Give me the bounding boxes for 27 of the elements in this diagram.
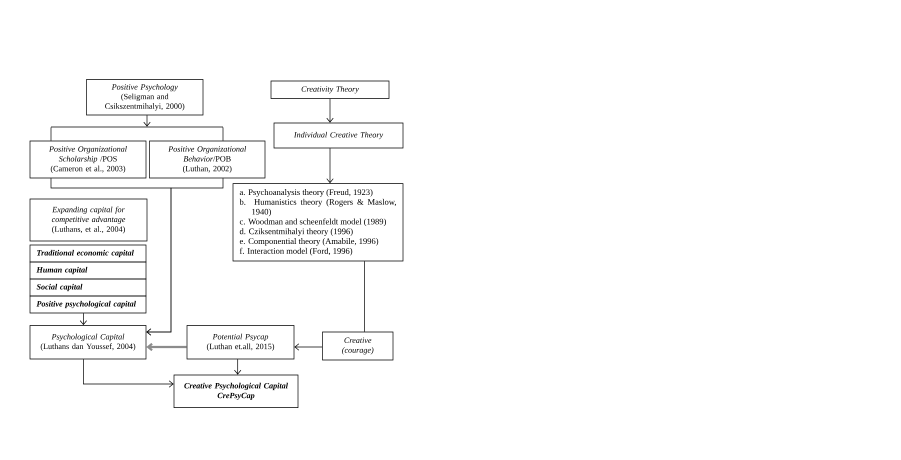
- connector-line: [222, 127, 224, 141]
- arrow: [326, 148, 334, 184]
- result-box: Creative Psychological Capital CrePsyCap: [174, 374, 298, 408]
- connector-line: [50, 127, 52, 141]
- theory-list-box: a. Psychoanalysis theory (Freud, 1923) b. Humanistics theory (Rogers & Maslow, 1940) c. Woodman and scheenfeldt model (1989) d. Cziksentmihalyi theory (1996) e. Componential theory (Amabile, 1996) f. Interaction model (Ford, 1996): [232, 183, 404, 262]
- concept-box: Creative (courage): [322, 332, 394, 360]
- arrow: [326, 98, 334, 123]
- concept-box: Positive Psychology (Seligman and Csikszentmihalyi, 2000): [86, 79, 204, 116]
- capital-row: Social capital: [30, 278, 146, 296]
- arrow: [294, 343, 322, 351]
- concept-box: Positive Organizational Behavior/POB (Luthan, 2002): [149, 140, 266, 178]
- arrow: [146, 178, 224, 336]
- arrow: [234, 359, 242, 375]
- theory-box: Individual Creative Theory: [274, 122, 404, 148]
- arrow: [146, 342, 187, 352]
- concept-box: Potential Psycap (Luthan et.all, 2015): [186, 325, 294, 360]
- theory-box: Creativity Theory: [270, 80, 390, 99]
- connector-line: [364, 261, 365, 332]
- arrow: [80, 313, 87, 326]
- concept-box: Psychological Capital (Luthans dan Youssef, 2004): [30, 325, 146, 360]
- concept-box: Expanding capital for competitive advantage (Luthans, et al., 2004): [30, 198, 148, 242]
- concept-box: Positive Organizational Scholarship /POS (Cameron et al., 2003): [30, 140, 146, 178]
- arrow: [143, 115, 151, 127]
- capital-row: Positive psychological capital: [30, 296, 146, 314]
- capital-row: Human capital: [30, 262, 146, 280]
- arrow: [83, 359, 174, 388]
- capital-row: Traditional economic capital: [30, 244, 146, 262]
